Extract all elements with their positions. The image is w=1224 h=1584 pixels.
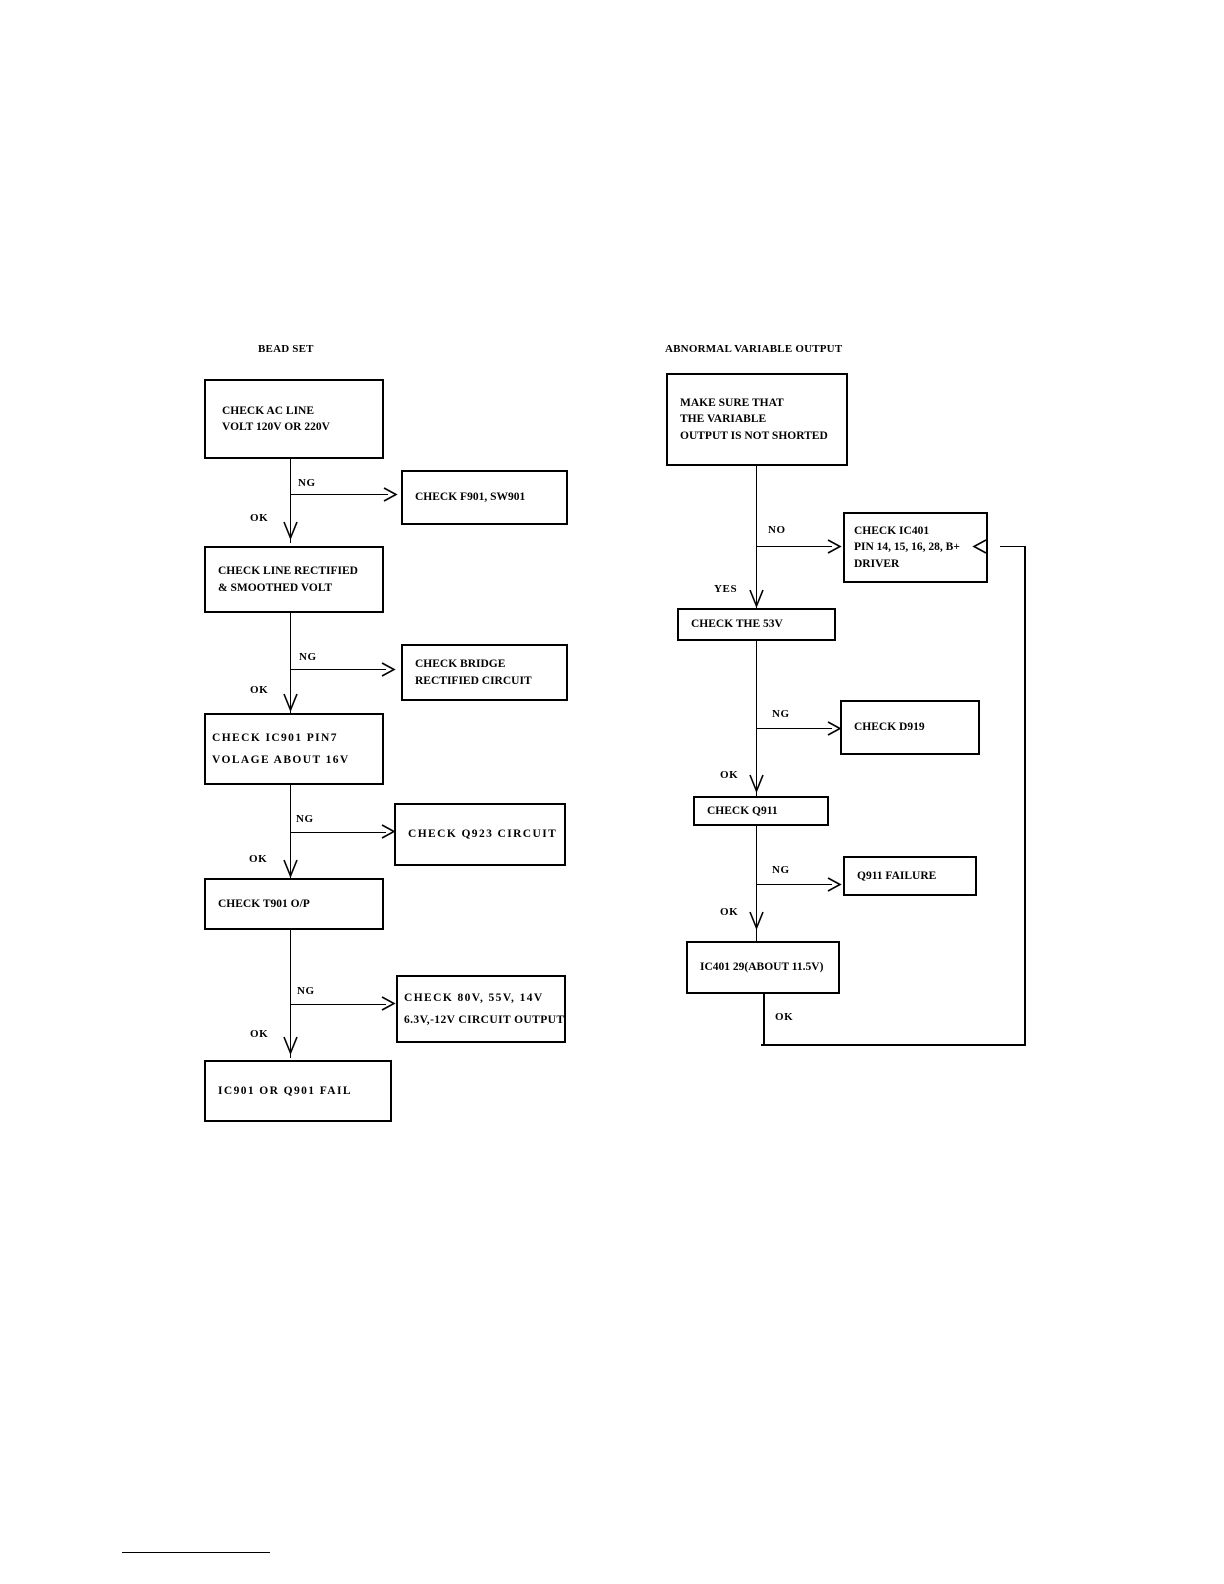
node-check-voltages: CHECK 80V, 55V, 14V 6.3V,-12V CIRCUIT OU… [396, 975, 566, 1043]
edge-q911-down [756, 826, 757, 946]
edge-label-ng-1: NG [298, 477, 316, 489]
node-ic401-29: IC401 29(ABOUT 11.5V) [686, 941, 840, 994]
edge-label-ng-2: NG [299, 651, 317, 663]
node-line: CHECK IC401 [854, 525, 930, 537]
node-check-bridge: CHECK BRIDGE RECTIFIED CIRCUIT [401, 644, 568, 701]
node-check-ic901-pin7: CHECK IC901 PIN7 VOLAGE ABOUT 16V [204, 713, 384, 785]
node-check-d919: CHECK D919 [840, 700, 980, 755]
node-line: VOLT 120V OR 220V [222, 421, 330, 433]
edge-label-ng-4: NG [297, 985, 315, 997]
node-line: IC901 OR Q901 FAIL [218, 1084, 352, 1097]
edge-label-ok-1: OK [250, 512, 269, 524]
node-line: OUTPUT IS NOT SHORTED [680, 429, 828, 442]
edge-ng-r1 [756, 728, 832, 729]
node-ic901-or-q901-fail: IC901 OR Q901 FAIL [204, 1060, 392, 1122]
edge-ng-2 [290, 669, 386, 670]
chart-title-bead-set: BEAD SET [258, 343, 314, 355]
edge-label-ng-3: NG [296, 813, 314, 825]
node-check-the-53v: CHECK THE 53V [677, 608, 836, 641]
edge-ng-4 [290, 1004, 386, 1005]
node-line: CHECK 80V, 55V, 14V [404, 991, 544, 1004]
node-line: CHECK AC LINE [222, 404, 315, 417]
node-line: CHECK THE 53V [691, 618, 783, 631]
node-line: CHECK LINE RECTIFIED [218, 565, 358, 578]
node-check-t901-op: CHECK T901 O/P [204, 878, 384, 930]
edge-ic901-down [290, 785, 291, 881]
node-line: CHECK F901, SW901 [415, 491, 526, 504]
edge-ac-line-down [290, 459, 291, 543]
footer-rule [122, 1552, 270, 1553]
node-line: CHECK T901 O/P [218, 897, 310, 910]
node-line: DRIVER [854, 557, 900, 570]
edge-label-ok-r3: OK [775, 1011, 794, 1023]
node-line: PIN 14, 15, 16, 28, B+ [854, 541, 960, 554]
node-q911-failure: Q911 FAILURE [843, 856, 977, 896]
edge-ok-feedback-down [763, 994, 765, 1046]
node-line: CHECK Q923 CIRCUIT [408, 828, 558, 841]
edge-ng-r2 [756, 884, 832, 885]
edge-ng-3 [290, 832, 386, 833]
edge-label-ok-4: OK [250, 1028, 269, 1040]
node-line: CHECK BRIDGE [415, 658, 506, 671]
edge-ng-1 [290, 494, 388, 495]
node-line: MAKE SURE THAT [680, 397, 784, 409]
node-line: CHECK D919 [854, 721, 925, 734]
node-line: & SMOOTHED VOLT [218, 581, 333, 594]
edge-label-yes-1: YES [714, 583, 738, 595]
edge-53v-down [756, 641, 757, 796]
edge-line-rect-down [290, 613, 291, 713]
edge-label-ok-r2: OK [720, 906, 739, 918]
node-check-ac-line: CHECK AC LINE VOLT 120V OR 220V [204, 379, 384, 459]
edge-make-sure-down [756, 466, 757, 611]
node-line: CHECK Q911 [707, 804, 778, 817]
edge-label-ok-2: OK [250, 684, 269, 696]
node-check-ic401: CHECK IC401 PIN 14, 15, 16, 28, B+ DRIVE… [843, 512, 988, 583]
edge-t901-down [290, 930, 291, 1058]
node-check-line-rectified: CHECK LINE RECTIFIED & SMOOTHED VOLT [204, 546, 384, 613]
edge-ok-feedback-right [761, 1044, 1026, 1046]
node-line: RECTIFIED CIRCUIT [415, 674, 532, 687]
edge-label-ok-3: OK [249, 853, 268, 865]
node-line: 6.3V,-12V CIRCUIT OUTPUT [404, 1014, 565, 1026]
edge-label-ng-r2: NG [772, 864, 790, 876]
node-check-f901-sw901: CHECK F901, SW901 [401, 470, 568, 525]
edge-ok-feedback-up [1024, 546, 1026, 1046]
edge-label-ng-r1: NG [772, 708, 790, 720]
node-line: CHECK IC901 PIN7 [212, 731, 338, 744]
edge-ok-feedback-into-ic401 [1000, 546, 1026, 547]
node-make-sure-not-shorted: MAKE SURE THAT THE VARIABLE OUTPUT IS NO… [666, 373, 848, 466]
chart-title-abnormal-variable-output: ABNORMAL VARIABLE OUTPUT [665, 343, 843, 355]
node-line: Q911 FAILURE [857, 869, 937, 882]
node-check-q923-circuit: CHECK Q923 CIRCUIT [394, 803, 566, 866]
node-line: IC401 29(ABOUT 11.5V) [700, 961, 824, 974]
edge-label-ok-r1: OK [720, 769, 739, 781]
node-check-q911: CHECK Q911 [693, 796, 829, 826]
edge-no-1 [756, 546, 832, 547]
node-line: VOLAGE ABOUT 16V [212, 754, 350, 766]
node-line: THE VARIABLE [680, 413, 767, 426]
edge-label-no-1: NO [768, 524, 786, 536]
